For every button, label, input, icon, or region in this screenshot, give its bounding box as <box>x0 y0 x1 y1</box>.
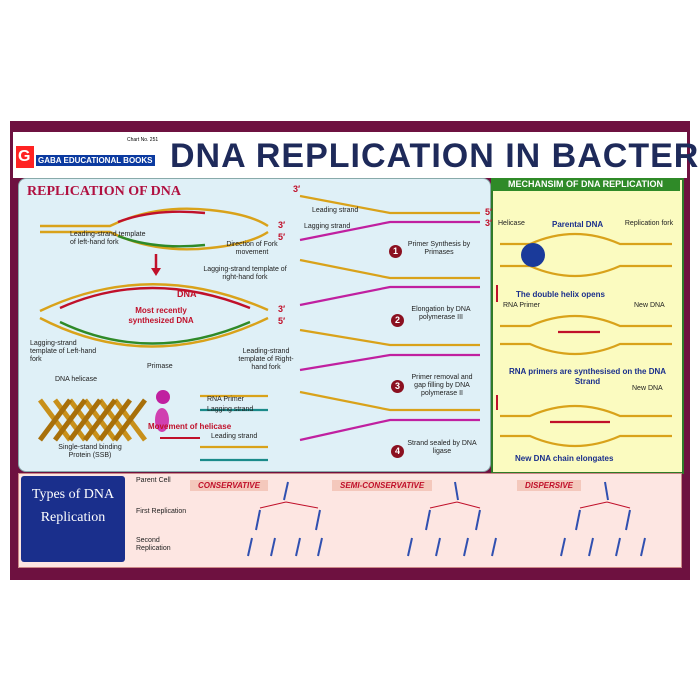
type-semi-conservative: SEMI-CONSERVATIVE <box>332 480 433 491</box>
label-leading-left: Leading-strand template of left-hand for… <box>70 231 146 246</box>
replication-bubble-1 <box>40 207 269 251</box>
row-first: First Replication <box>136 508 187 515</box>
step-text-3: Primer removal and gap filling by DNA po… <box>411 374 473 397</box>
label-primase: Primase <box>147 363 173 370</box>
label-leading-strand: Leading strand <box>211 433 258 440</box>
prime-5-label: 5′ <box>278 316 286 326</box>
label-helicase-mech: Helicase <box>498 220 525 227</box>
replication-title: REPLICATION OF DNA <box>27 184 182 199</box>
label-primers: RNA primers are synthesised on the DNA S… <box>508 367 667 386</box>
helix-icon <box>475 509 481 531</box>
replication-bubble-2 <box>39 283 269 348</box>
arrow-head-icon <box>151 268 161 276</box>
helix-icon <box>270 537 276 557</box>
step-text-2: Elongation by DNA polymerase III <box>411 306 471 321</box>
fork-prime: 3′ <box>485 218 493 228</box>
helicase-helix <box>37 398 148 442</box>
replication-forks <box>299 194 480 442</box>
helix-icon <box>560 537 566 557</box>
label-lagging-left: Lagging-strand template of Left-hand for… <box>30 340 97 363</box>
label-opens: The double helix opens <box>516 290 605 299</box>
helix-icon <box>407 537 413 557</box>
label-replication-fork: Replication fork <box>624 220 674 227</box>
helix-icon <box>295 537 301 557</box>
helix-icon <box>588 537 594 557</box>
type-conservative: CONSERVATIVE <box>190 480 268 491</box>
helix-icon <box>283 481 289 501</box>
helix-icon <box>425 509 431 531</box>
label-ssb: Single-stand binding Protein (SSB) <box>58 444 122 459</box>
types-box <box>21 476 125 562</box>
chart-number: Chart No. 251 <box>127 137 159 143</box>
label-rna-primer: RNA Primer <box>207 396 244 403</box>
mechanism-title: MECHANSIM OF DNA REPLICATION <box>491 178 680 191</box>
logo-letter: G <box>18 148 31 165</box>
publisher-name: GABA EDUCATIONAL BOOKS <box>36 155 155 166</box>
label-most-recent: Most recently synthesized DNA <box>128 306 194 325</box>
label-lagging-strand: Lagging strand <box>207 406 254 413</box>
step-text-4: Strand sealed by DNA ligase <box>407 440 477 455</box>
mechanism-strands <box>500 232 672 448</box>
label-helicase: DNA helicase <box>55 376 98 383</box>
types-title: Types of DNA Replication <box>31 487 115 525</box>
prime-3-label: 3′ <box>278 304 286 314</box>
label-lagging-right-template: Lagging-strand template of right-hand fo… <box>203 266 287 281</box>
helix-icon <box>247 537 253 557</box>
helix-icon <box>435 537 441 557</box>
step-badge-4: 4 <box>391 445 404 458</box>
helix-icon <box>491 537 497 557</box>
label-dna: DNA <box>177 289 197 299</box>
helicase-blob <box>155 408 169 432</box>
helix-icon <box>640 537 646 557</box>
publisher-logo <box>16 146 34 168</box>
fork-prime: 3′ <box>293 184 301 194</box>
step-badge-1: 1 <box>389 245 402 258</box>
helix-icon <box>615 537 621 557</box>
label-movement: Movement of helicase <box>148 422 232 431</box>
lagging-strand-comb <box>200 394 268 462</box>
row-second: Second Replication <box>136 537 171 552</box>
label-rna-primer-mech: RNA Primer <box>503 302 540 309</box>
type-dispersive: DISPERSIVE <box>517 480 582 491</box>
fork-leading-label: Leading strand <box>312 207 359 214</box>
helix-icon <box>463 537 469 557</box>
helix-icon <box>604 481 609 501</box>
row-parent: Parent Cell <box>136 477 171 484</box>
helix-icon <box>317 537 323 557</box>
prime-3-label: 3′ <box>278 220 286 230</box>
step-badge-3: 3 <box>391 380 404 393</box>
label-elongates: New DNA chain elongates <box>515 454 614 463</box>
step-badge-2: 2 <box>391 314 404 327</box>
helix-icon <box>255 509 261 531</box>
helix-icon <box>575 509 581 531</box>
helix-icon <box>454 481 459 501</box>
helix-icon <box>315 509 321 531</box>
label-direction: Direction of Fork movement <box>226 241 278 256</box>
primase-blob <box>156 390 170 404</box>
label-new-dna-2: New DNA <box>632 385 663 392</box>
label-parental: Parental DNA <box>552 220 604 229</box>
page-title: DNA REPLICATION IN BACTERIA <box>170 137 700 175</box>
step-text-1: Primer Synthesis by Primases <box>407 241 471 256</box>
helicase-icon <box>521 243 545 267</box>
fork-prime: 5′ <box>485 207 493 217</box>
label-new-dna: New DNA <box>634 302 665 309</box>
label-leading-right: Leading-strand template of Right-hand fo… <box>238 348 294 371</box>
prime-5-label: 5′ <box>278 232 286 242</box>
fork-lagging-label: Lagging strand <box>304 223 351 230</box>
helix-icon <box>625 509 631 531</box>
